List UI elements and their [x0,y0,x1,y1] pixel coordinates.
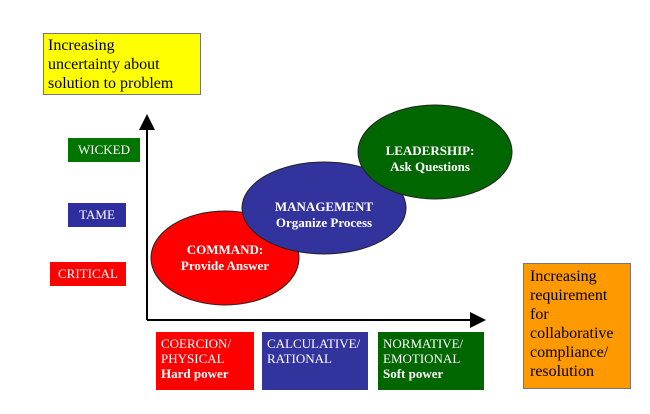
collaboration-line: Increasing [530,268,597,285]
calculative-line2: RATIONAL [267,351,332,366]
normative-line2: EMOTIONAL [383,351,461,366]
leadership-ellipse [357,104,513,200]
collaboration-box: Increasing requirement for collaborative… [523,263,631,389]
collaboration-line: requirement [530,287,608,304]
calculative-line1: CALCULATIVE/ [267,336,361,351]
coercion-line2: PHYSICAL [161,351,225,366]
management-ellipse [241,161,407,255]
normative-line1: NORMATIVE/ [383,336,464,351]
critical-label: CRITICAL [50,262,126,286]
command-title: COMMAND: [186,242,264,257]
uncertainty-line: Increasing [48,37,115,54]
wicked-label: WICKED [68,138,140,162]
management-subtitle: Organize Process [275,215,373,230]
normative-box: NORMATIVE/ EMOTIONAL Soft power [378,332,484,390]
collaboration-line: resolution [530,363,594,380]
uncertainty-line: solution to problem [48,75,174,92]
uncertainty-box: Increasing uncertainty about solution to… [43,33,201,95]
collaboration-line: for [530,306,549,323]
leadership-title: LEADERSHIP: [385,143,475,158]
calculative-box: CALCULATIVE/ RATIONAL [262,332,368,390]
management-title: MANAGEMENT [274,199,374,214]
leadership-subtitle: Ask Questions [390,159,470,174]
coercion-line3: Hard power [161,366,229,381]
normative-line3: Soft power [383,366,444,381]
coercion-line1: COERCION/ [161,336,232,351]
uncertainty-line: uncertainty about [48,56,160,73]
coercion-box: COERCION/ PHYSICAL Hard power [156,332,254,390]
collaboration-line: collaborative [530,325,614,342]
leadership-label: LEADERSHIP: Ask Questions [350,143,510,175]
command-subtitle: Provide Answer [180,258,270,273]
command-label: COMMAND: Provide Answer [145,242,305,274]
management-label: MANAGEMENT Organize Process [244,199,404,231]
collaboration-line: compliance/ [530,344,609,361]
tame-label: TAME [68,203,126,227]
